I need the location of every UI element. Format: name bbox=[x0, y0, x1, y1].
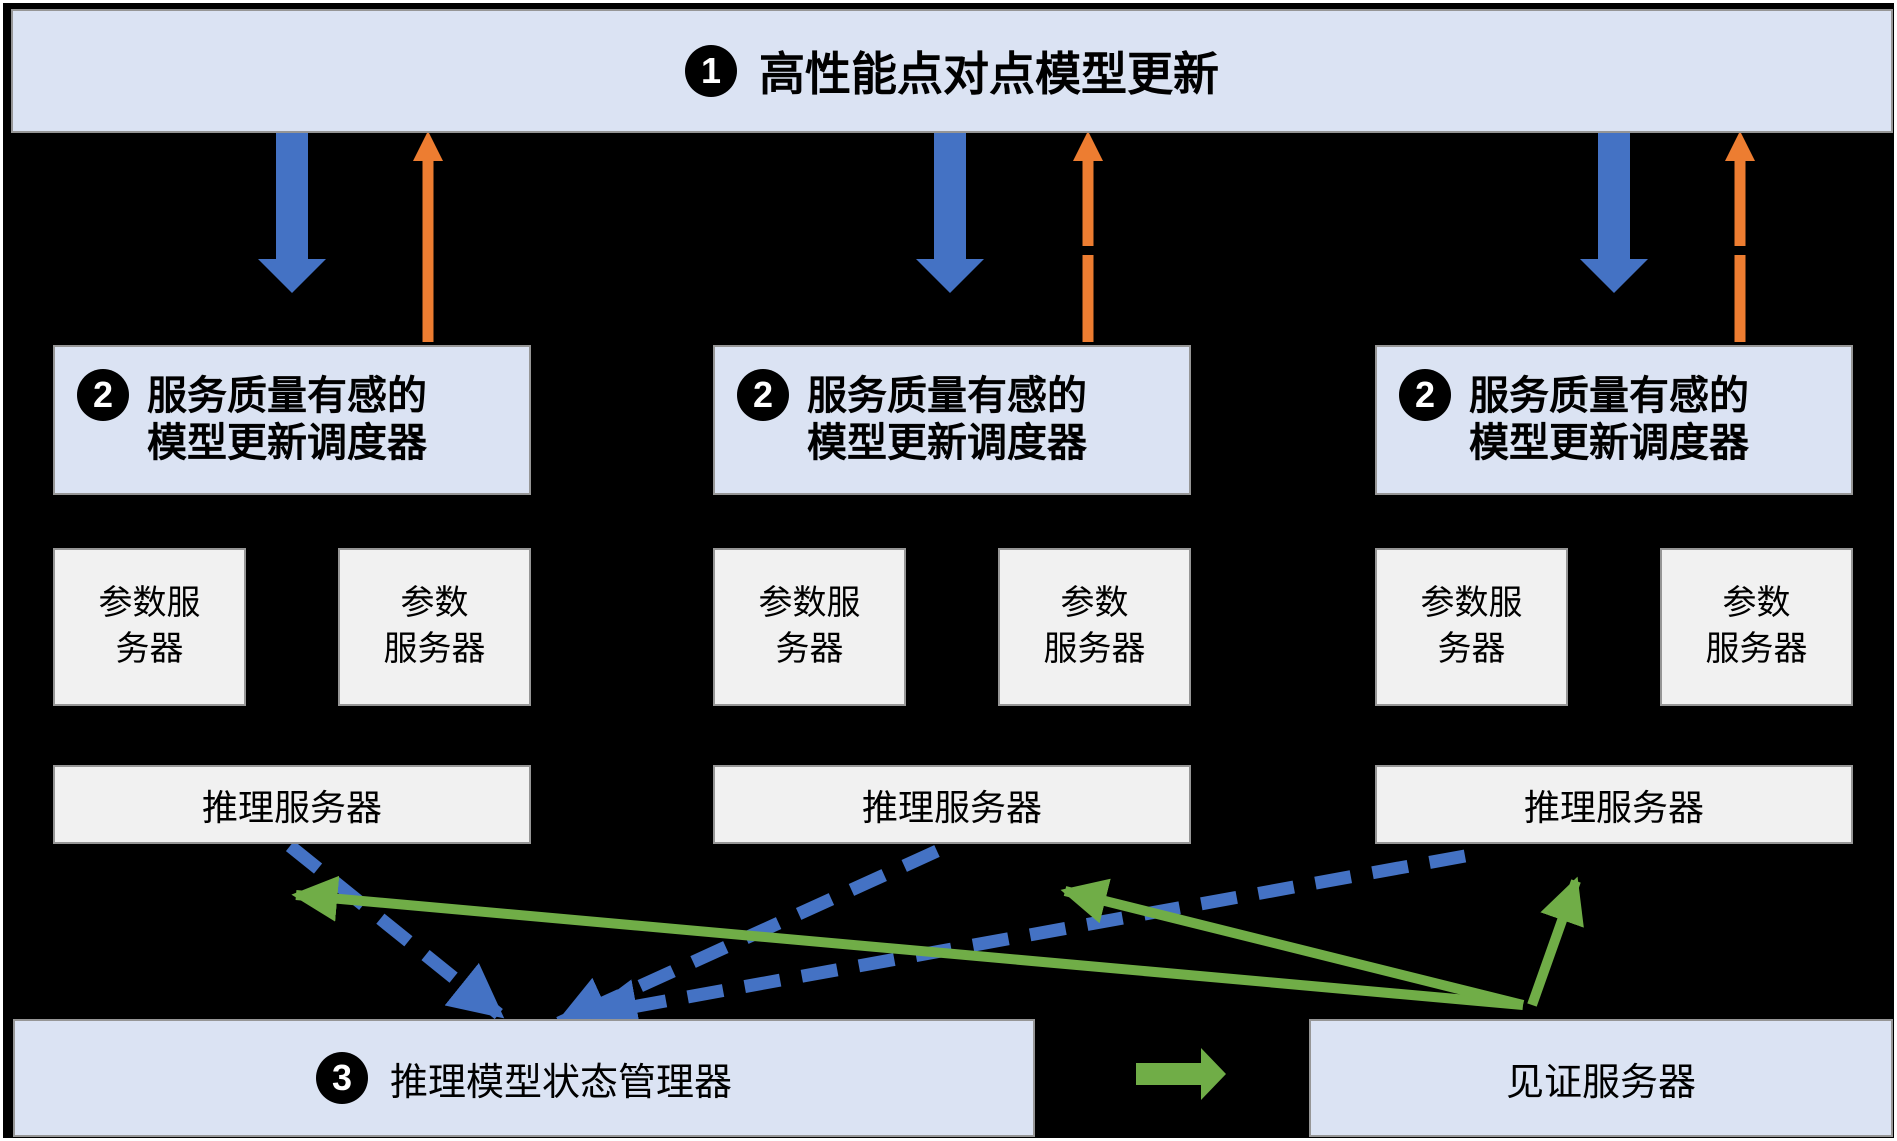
scheduler-line1: 服务质量有感的 bbox=[807, 374, 1087, 418]
param-server-a-box-2: 参数服 务器 bbox=[713, 548, 906, 706]
step-2-badge: 2 bbox=[77, 369, 129, 421]
scheduler-box-2: 2 服务质量有感的 模型更新调度器 bbox=[713, 345, 1191, 495]
scheduler-line2: 模型更新调度器 bbox=[1469, 421, 1749, 465]
step-2-badge: 2 bbox=[1399, 369, 1451, 421]
param-server-line: 务器 bbox=[1437, 631, 1506, 668]
param-server-b-box-2: 参数 服务器 bbox=[998, 548, 1191, 706]
witness-server-box: 见证服务器 bbox=[1309, 1019, 1893, 1137]
cluster-3: 2 服务质量有感的 模型更新调度器 参数服 务器 参数 服务器 推理服务器 bbox=[1375, 3, 1853, 1138]
param-server-line: 参数服 bbox=[98, 585, 201, 622]
scheduler-line2: 模型更新调度器 bbox=[807, 421, 1087, 465]
state-manager-label: 推理模型状态管理器 bbox=[389, 1061, 732, 1104]
param-server-b-box-1: 参数 服务器 bbox=[338, 548, 531, 706]
param-server-a-box-3: 参数服 务器 bbox=[1375, 548, 1568, 706]
scheduler-line1: 服务质量有感的 bbox=[1469, 374, 1749, 418]
param-server-line: 参数 bbox=[1722, 585, 1791, 622]
inference-server-box-3: 推理服务器 bbox=[1375, 765, 1853, 844]
param-server-a-box-1: 参数服 务器 bbox=[53, 548, 246, 706]
step-3-badge: 3 bbox=[315, 1052, 368, 1104]
param-server-line: 参数服 bbox=[758, 585, 861, 622]
banner-title: 高性能点对点模型更新 bbox=[759, 48, 1219, 100]
inference-server-label: 推理服务器 bbox=[1523, 787, 1704, 828]
step-2-badge: 2 bbox=[737, 369, 789, 421]
param-server-b-box-3: 参数 服务器 bbox=[1660, 548, 1853, 706]
inference-server-label: 推理服务器 bbox=[861, 787, 1042, 828]
inference-server-box-2: 推理服务器 bbox=[713, 765, 1191, 844]
param-server-line: 服务器 bbox=[383, 631, 486, 668]
scheduler-box-3: 2 服务质量有感的 模型更新调度器 bbox=[1375, 345, 1853, 495]
param-server-line: 参数服 bbox=[1420, 585, 1523, 622]
param-server-line: 务器 bbox=[775, 631, 844, 668]
step-1-badge: 1 bbox=[685, 45, 737, 97]
inference-server-label: 推理服务器 bbox=[201, 787, 382, 828]
param-server-line: 服务器 bbox=[1043, 631, 1146, 668]
cluster-2: 2 服务质量有感的 模型更新调度器 参数服 务器 参数 服务器 推理服务器 bbox=[713, 3, 1191, 1138]
param-server-line: 务器 bbox=[115, 631, 184, 668]
scheduler-box-1: 2 服务质量有感的 模型更新调度器 bbox=[53, 345, 531, 495]
scheduler-line1: 服务质量有感的 bbox=[147, 374, 427, 418]
inference-server-box-1: 推理服务器 bbox=[53, 765, 531, 844]
param-server-line: 服务器 bbox=[1705, 631, 1808, 668]
scheduler-line2: 模型更新调度器 bbox=[147, 421, 427, 465]
param-server-line: 参数 bbox=[400, 585, 469, 622]
witness-server-label: 见证服务器 bbox=[1505, 1061, 1696, 1104]
param-server-line: 参数 bbox=[1060, 585, 1129, 622]
state-manager-box: 3 推理模型状态管理器 bbox=[13, 1019, 1035, 1137]
top-banner: 1 高性能点对点模型更新 bbox=[11, 9, 1893, 133]
cluster-1: 2 服务质量有感的 模型更新调度器 参数服 务器 参数 服务器 推理服务器 bbox=[53, 3, 531, 1138]
